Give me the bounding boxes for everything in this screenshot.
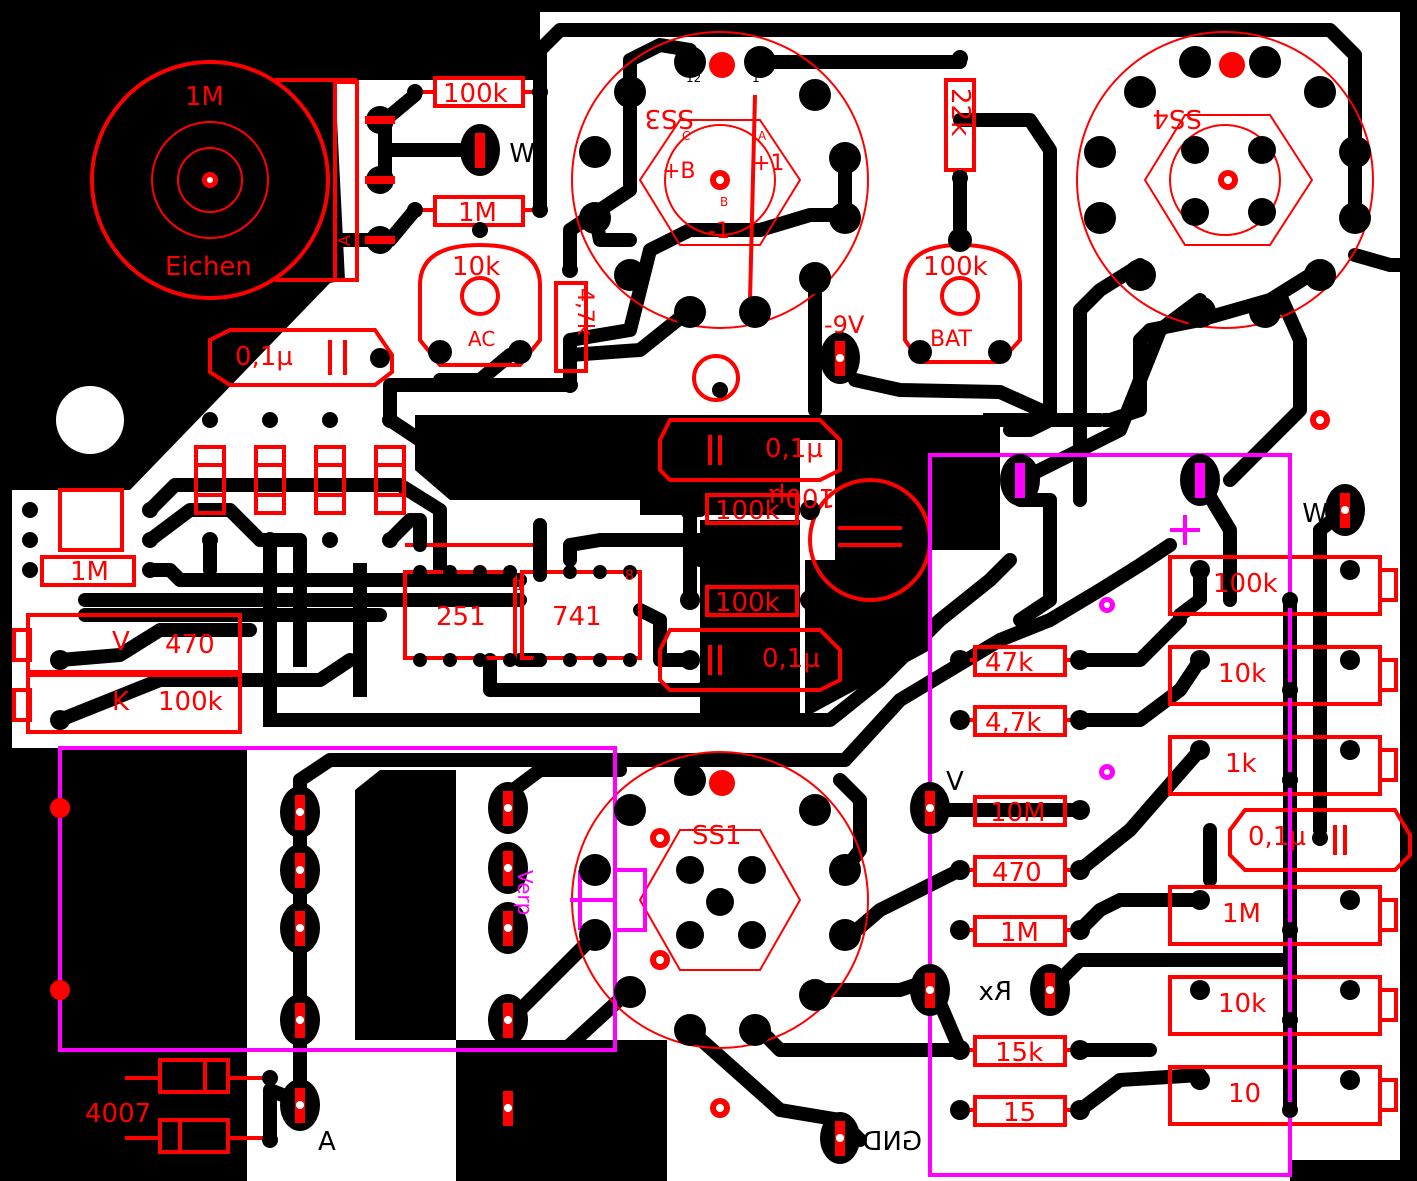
label-ss3-plus-1: +1 bbox=[752, 151, 784, 176]
ic-741-outline bbox=[520, 570, 642, 660]
label-r-470: 470 bbox=[992, 858, 1042, 888]
label-r-22k: 22k bbox=[945, 88, 975, 136]
label-ss1: SS1 bbox=[692, 821, 742, 851]
label-r-15k: 15k bbox=[995, 1038, 1043, 1068]
label-r-47k: 47k bbox=[985, 648, 1033, 678]
ss4-outline bbox=[1076, 31, 1374, 329]
label-trim-100k-bat: 100k bbox=[923, 252, 988, 282]
label-trim-ac: AC bbox=[468, 327, 495, 351]
label-switch-v: V bbox=[112, 627, 130, 657]
label-pot-1m: 1M bbox=[185, 82, 224, 112]
label-ss4: SS4 bbox=[1152, 103, 1202, 133]
silk-labels: 1M Eichen A 100k W 1M 10k AC 4,7k 22k 10… bbox=[70, 71, 1328, 1157]
label-trim-10k-b-right: 10k bbox=[1218, 989, 1266, 1019]
pot-1m-outline bbox=[90, 60, 330, 300]
label-cap-01-left: 0,1µ bbox=[235, 342, 293, 372]
ground-pours bbox=[20, 415, 1000, 1181]
label-ss3: SS3 bbox=[644, 103, 694, 133]
label-switch-k: K bbox=[112, 687, 130, 717]
label-trim-1k-right: 1k bbox=[1225, 749, 1257, 779]
label-r-100k-mid1: 100k bbox=[715, 496, 780, 526]
label-r-1m-top: 1M bbox=[458, 198, 497, 228]
label-a-bottom: A bbox=[318, 1127, 336, 1157]
label-r-100k-mid2: 100k bbox=[715, 588, 780, 618]
label-r-4-7k-vert: 4,7k bbox=[572, 288, 597, 336]
label-v-right: V bbox=[946, 767, 964, 797]
ic-251-outline bbox=[403, 570, 517, 660]
label-cap-01-mid1: 0,1µ bbox=[765, 434, 823, 464]
label-pin-1: 1 bbox=[752, 71, 760, 85]
label-trim-10k-right: 10k bbox=[1218, 659, 1266, 689]
label-r-100k-top: 100k bbox=[443, 79, 508, 109]
label-pin-c: C bbox=[682, 129, 690, 143]
label-r-4-7k: 4,7k bbox=[985, 708, 1041, 738]
mounting-hole bbox=[56, 386, 124, 454]
label-w-right: W bbox=[1302, 499, 1328, 529]
label-cap-100u: 100µ bbox=[769, 482, 835, 512]
label-ss3-plus-b: +B bbox=[662, 159, 696, 184]
label-diode: 4007 bbox=[85, 1099, 151, 1129]
label-r-1m-left: 1M bbox=[70, 557, 109, 587]
label-r-470-left: 470 bbox=[165, 630, 215, 660]
label-minus9v: -9V bbox=[824, 311, 865, 339]
label-rx: Rx bbox=[979, 977, 1012, 1007]
label-ic-251: 251 bbox=[436, 602, 486, 632]
label-r-15: 15 bbox=[1003, 1098, 1036, 1128]
label-pin-a: A bbox=[758, 129, 767, 143]
label-cap-01-right: 0,1µ bbox=[1248, 822, 1306, 852]
label-r-100k-left: 100k bbox=[158, 687, 223, 717]
label-trim-10-right: 10 bbox=[1228, 1079, 1261, 1109]
label-r-10m: 10M bbox=[990, 798, 1046, 828]
label-cap-01-mid2: 0,1µ bbox=[762, 644, 820, 674]
label-trim-10k: 10k bbox=[452, 252, 500, 282]
label-r-1m: 1M bbox=[1000, 918, 1039, 948]
traces bbox=[53, 23, 1407, 1147]
label-pin-b: B bbox=[720, 195, 728, 209]
label-ic-pin-8: 8 bbox=[625, 568, 634, 584]
label-pin-12: 12 bbox=[686, 71, 701, 85]
label-ic-pin-1: 1 bbox=[515, 578, 524, 594]
label-ic-741: 741 bbox=[552, 602, 602, 632]
label-verp: Verp bbox=[513, 870, 537, 915]
label-trim-100k-right: 100k bbox=[1213, 569, 1278, 599]
label-w-top: W bbox=[509, 139, 535, 169]
label-eichen: Eichen bbox=[165, 252, 252, 282]
label-ss3-minus-1: -1 bbox=[708, 219, 730, 244]
label-gnd: GND bbox=[862, 1127, 922, 1157]
ss3-outline bbox=[571, 31, 869, 329]
label-trim-1m-right: 1M bbox=[1222, 899, 1261, 929]
label-bat: BAT bbox=[930, 327, 972, 352]
label-pot-a: A bbox=[335, 235, 354, 246]
